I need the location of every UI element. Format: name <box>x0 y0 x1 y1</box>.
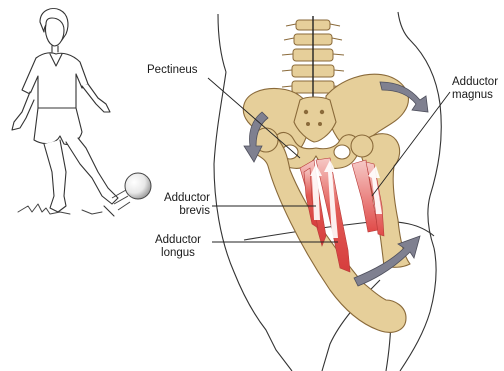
label-adductor-brevis-line2: brevis <box>144 205 210 218</box>
soccer-player-figure <box>12 9 118 217</box>
label-adductor-magnus-line1: Adductor <box>452 76 498 89</box>
label-adductor-brevis-line1: Adductor <box>144 192 210 205</box>
label-adductor-longus-line1: Adductor <box>146 234 210 247</box>
label-adductor-brevis: Adductor brevis <box>144 192 210 218</box>
label-adductor-magnus: Adductor magnus <box>452 76 498 102</box>
label-adductor-magnus-line2: magnus <box>452 89 498 102</box>
label-pectineus-text: Pectineus <box>147 64 198 77</box>
label-adductor-longus: Adductor longus <box>146 234 210 260</box>
label-adductor-longus-line2: longus <box>146 247 210 260</box>
label-pectineus: Pectineus <box>147 64 198 77</box>
